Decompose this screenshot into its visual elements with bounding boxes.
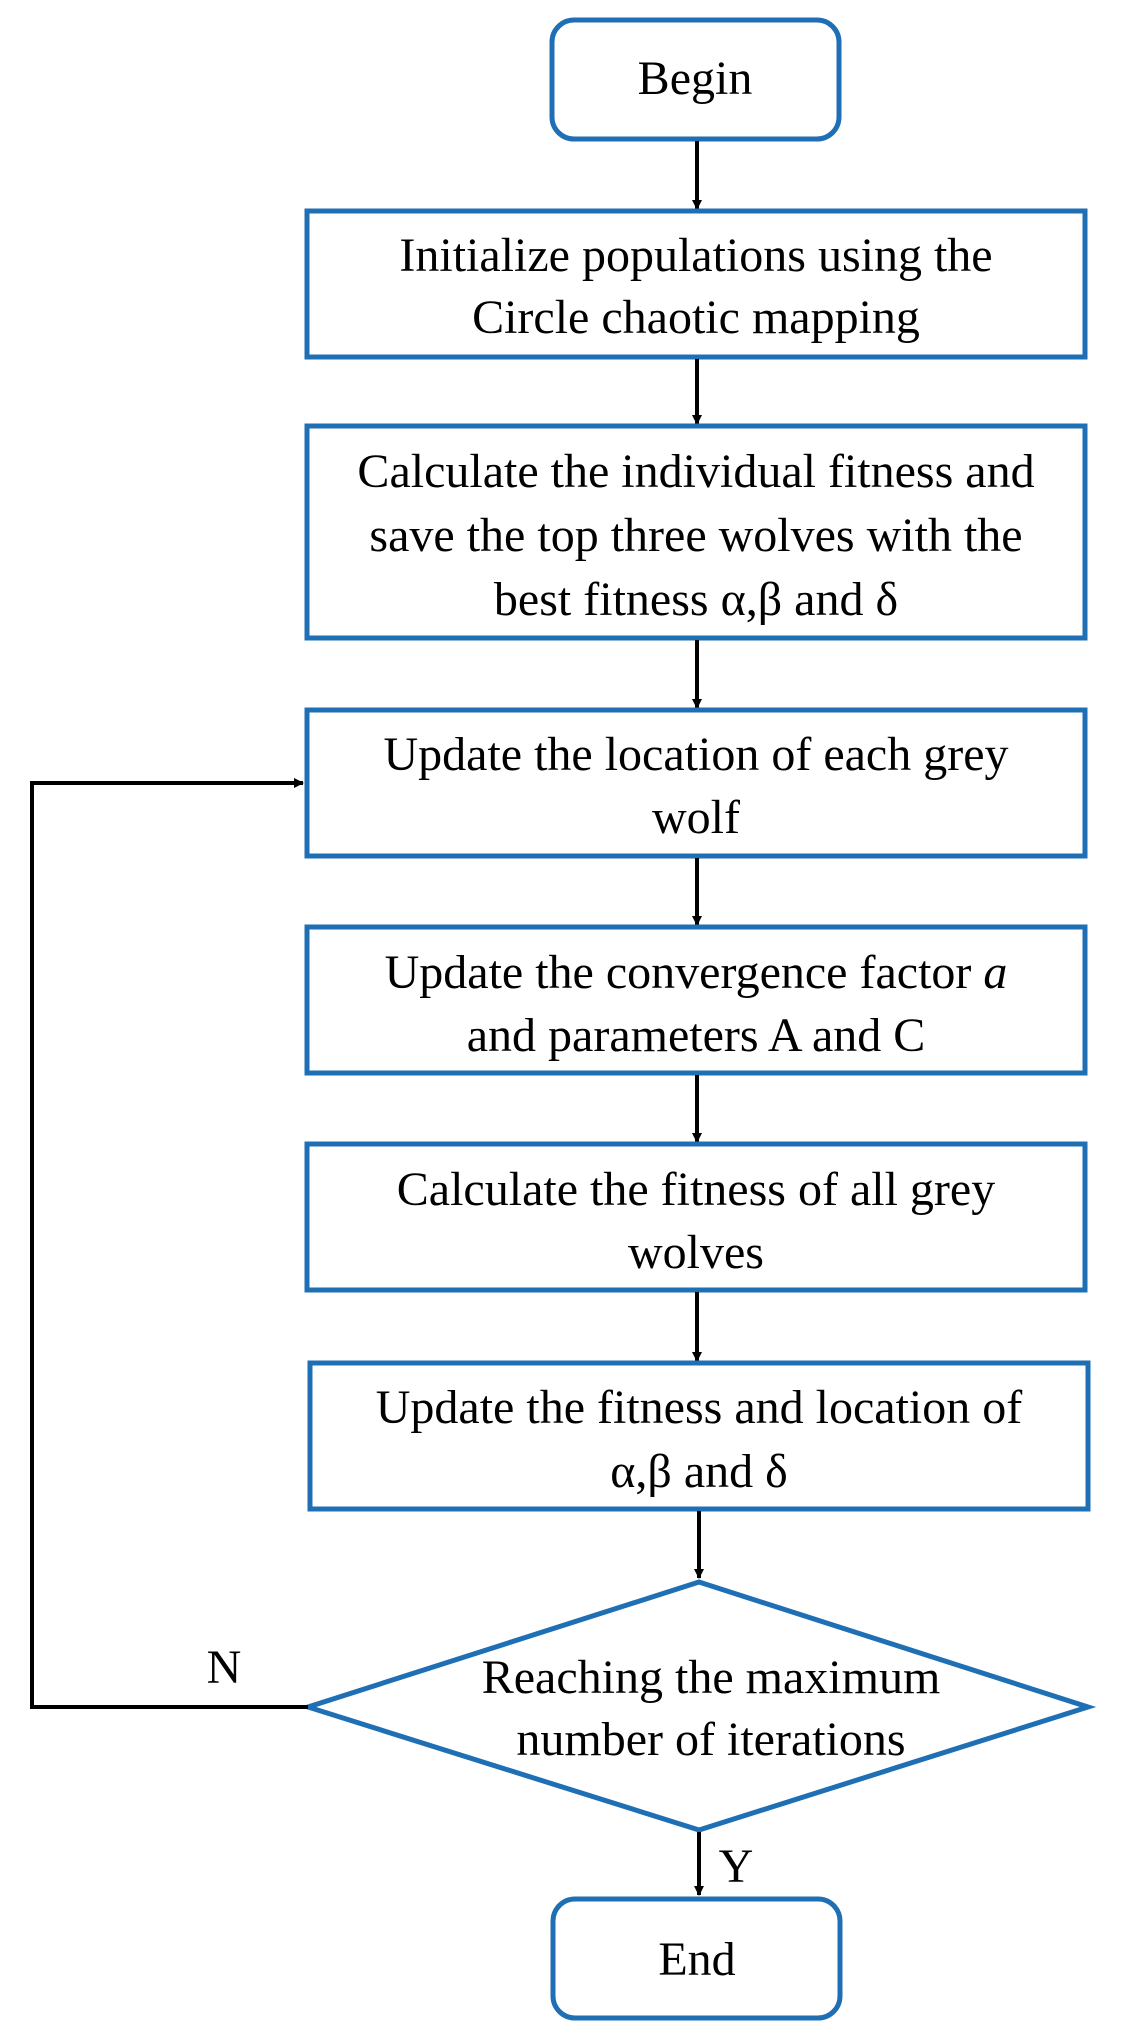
update-location-node: Update the location of each grey wolf	[304, 707, 1088, 859]
init-line-1: Initialize populations using the	[399, 229, 992, 282]
calc-all-line-2: wolves	[628, 1226, 764, 1279]
update-location-line-2: wolf	[652, 791, 740, 844]
update-convergence-node: Update the convergence factor a and para…	[304, 924, 1088, 1076]
calc-all-node: Calculate the fitness of all grey wolves	[304, 1141, 1088, 1293]
init-line-2: Circle chaotic mapping	[472, 291, 920, 344]
calc-fitness-line-1: Calculate the individual fitness and	[357, 445, 1034, 498]
update-convergence-line-2: and parameters A and C	[467, 1009, 926, 1062]
update-leaders-line-2: α,β and δ	[610, 1445, 788, 1498]
update-location-line-1: Update the location of each grey	[383, 728, 1008, 781]
decision-line-2: number of iterations	[516, 1713, 905, 1766]
branch-label-yes: Y	[719, 1840, 754, 1893]
end-label: End	[658, 1933, 735, 1986]
calc-fitness-line-2: save the top three wolves with the	[369, 509, 1022, 562]
decision-node: Reaching the maximum number of iteration…	[299, 1579, 1097, 1833]
calc-all-line-1: Calculate the fitness of all grey	[397, 1163, 995, 1216]
update-convergence-line-1: Update the convergence factor a	[385, 946, 1008, 999]
end-node: End	[550, 1896, 843, 2021]
begin-label: Begin	[638, 52, 753, 105]
begin-node: Begin	[549, 17, 842, 142]
update-leaders-line-1: Update the fitness and location of	[376, 1381, 1022, 1434]
calc-fitness-line-3: best fitness α,β and δ	[494, 573, 898, 626]
convergence-factor-symbol: a	[983, 946, 1007, 999]
branch-label-no: N	[207, 1641, 242, 1694]
calc-fitness-node: Calculate the individual fitness and sav…	[304, 423, 1088, 641]
update-convergence-prefix: Update the convergence factor	[385, 946, 984, 999]
init-node: Initialize populations using the Circle …	[304, 208, 1088, 360]
update-leaders-node: Update the fitness and location of α,β a…	[307, 1360, 1091, 1512]
decision-line-1: Reaching the maximum	[482, 1651, 941, 1704]
arrow-loop-back-no	[30, 778, 308, 1709]
